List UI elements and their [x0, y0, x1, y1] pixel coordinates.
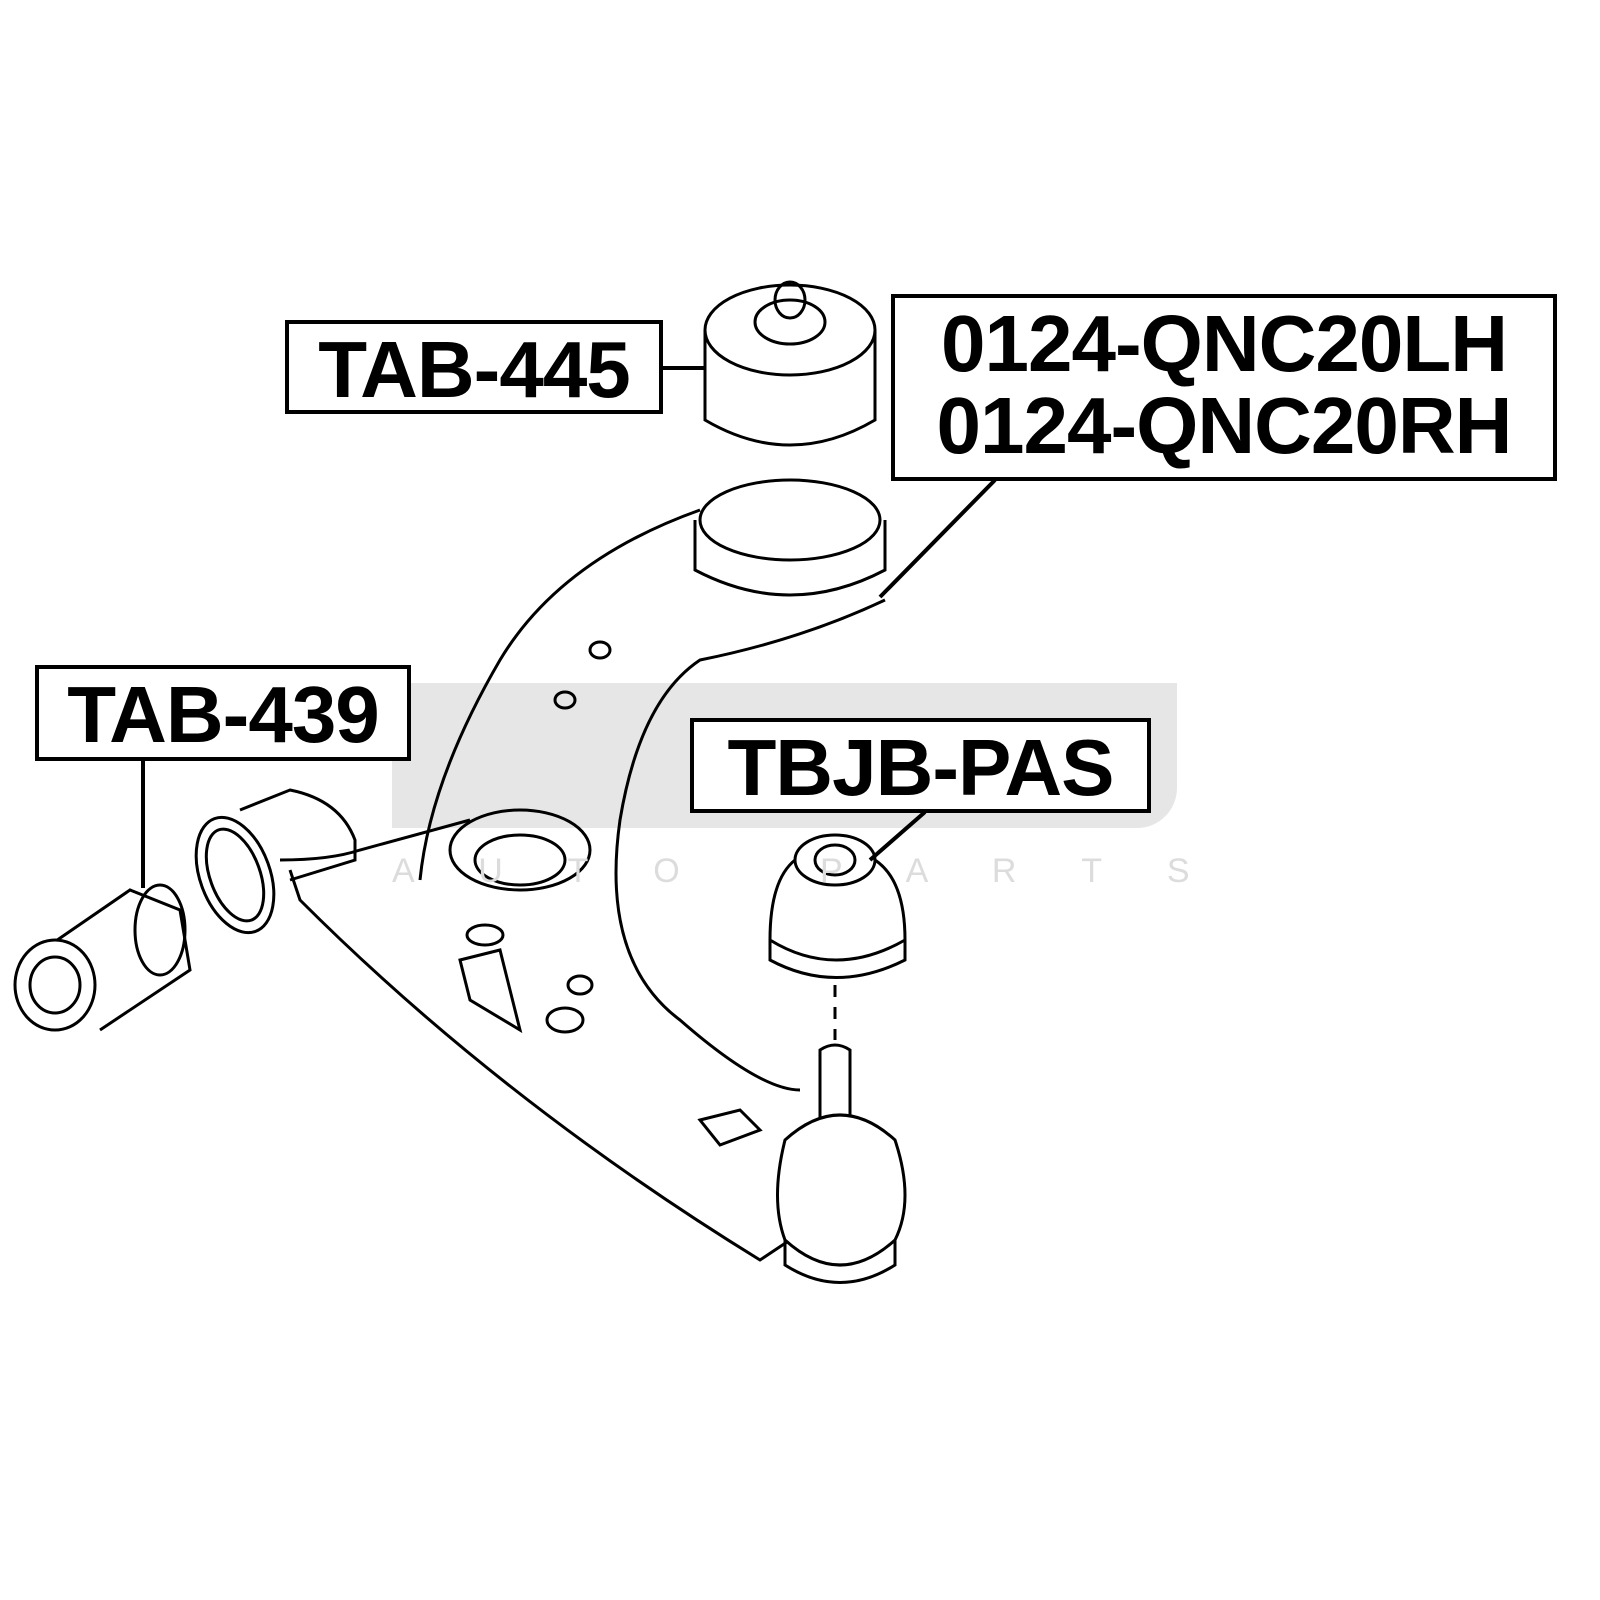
part-number-lh: 0124-QNC20LH [940, 299, 1508, 388]
control-arm [194, 478, 997, 1262]
part-label-tab-439[interactable]: TAB-439 [35, 665, 411, 761]
part-label-tab-445[interactable]: TAB-445 [285, 320, 663, 414]
watermark-tagline: A U T O P A R T S [392, 852, 1218, 890]
part-label-control-arm[interactable]: 0124-QNC20LH 0124-QNC20RH [891, 294, 1557, 481]
part-label-tbjb-pas[interactable]: TBJB-PAS [690, 718, 1151, 813]
ball-joint-boot-tbjb-pas [768, 810, 927, 1284]
bushing-tab-439 [13, 760, 192, 1032]
bushing-tab-445 [662, 280, 877, 447]
part-number-rh: 0124-QNC20RH [936, 381, 1513, 470]
